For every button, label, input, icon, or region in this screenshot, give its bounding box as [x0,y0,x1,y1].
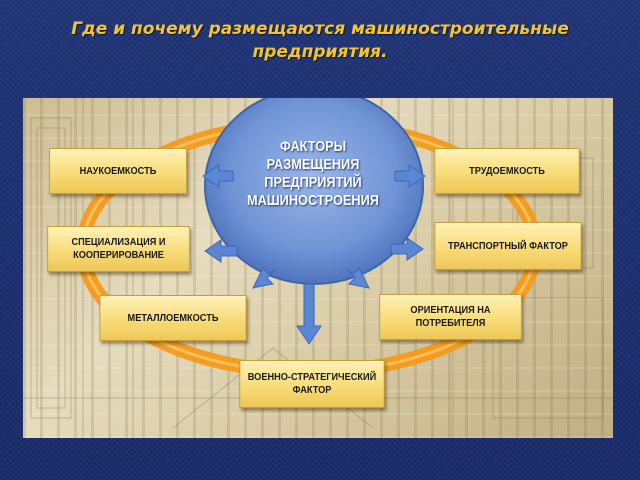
arrow-down-right-icon [346,267,370,289]
factors-diagram: ФАКТОРЫ РАЗМЕЩЕНИЯ ПРЕДПРИЯТИЙ МАШИНОСТР… [23,98,613,438]
arrow-right-lower-icon [390,237,424,261]
slide-title: Где и почему размещаются машиностроитель… [71,19,569,62]
factor-box-specialization: СПЕЦИАЛИЗАЦИЯ И КООПЕРИРОВАНИЕ [47,226,190,272]
arrow-right-upper-icon [394,164,426,188]
factor-box-science-intensity: НАУКОЕМКОСТЬ [49,148,187,194]
arrow-left-upper-icon [202,164,234,188]
factor-box-consumer-orientation: ОРИЕНТАЦИЯ НА ПОТРЕБИТЕЛЯ [379,294,522,340]
arrow-left-lower-icon [204,239,238,263]
center-label: ФАКТОРЫ РАЗМЕЩЕНИЯ ПРЕДПРИЯТИЙ МАШИНОСТР… [247,138,379,209]
factor-box-metal-intensity: МЕТАЛЛОЕМКОСТЬ [99,295,247,341]
factor-box-transport: ТРАНСПОРТНЫЙ ФАКТОР [434,222,582,270]
factor-box-labor-intensity: ТРУДОЕМКОСТЬ [434,148,580,194]
arrow-down-icon [296,283,322,345]
factor-box-military-strategic: ВОЕННО-СТРАТЕГИЧЕСКИЙ ФАКТОР [239,360,385,408]
arrow-down-left-icon [252,267,276,289]
